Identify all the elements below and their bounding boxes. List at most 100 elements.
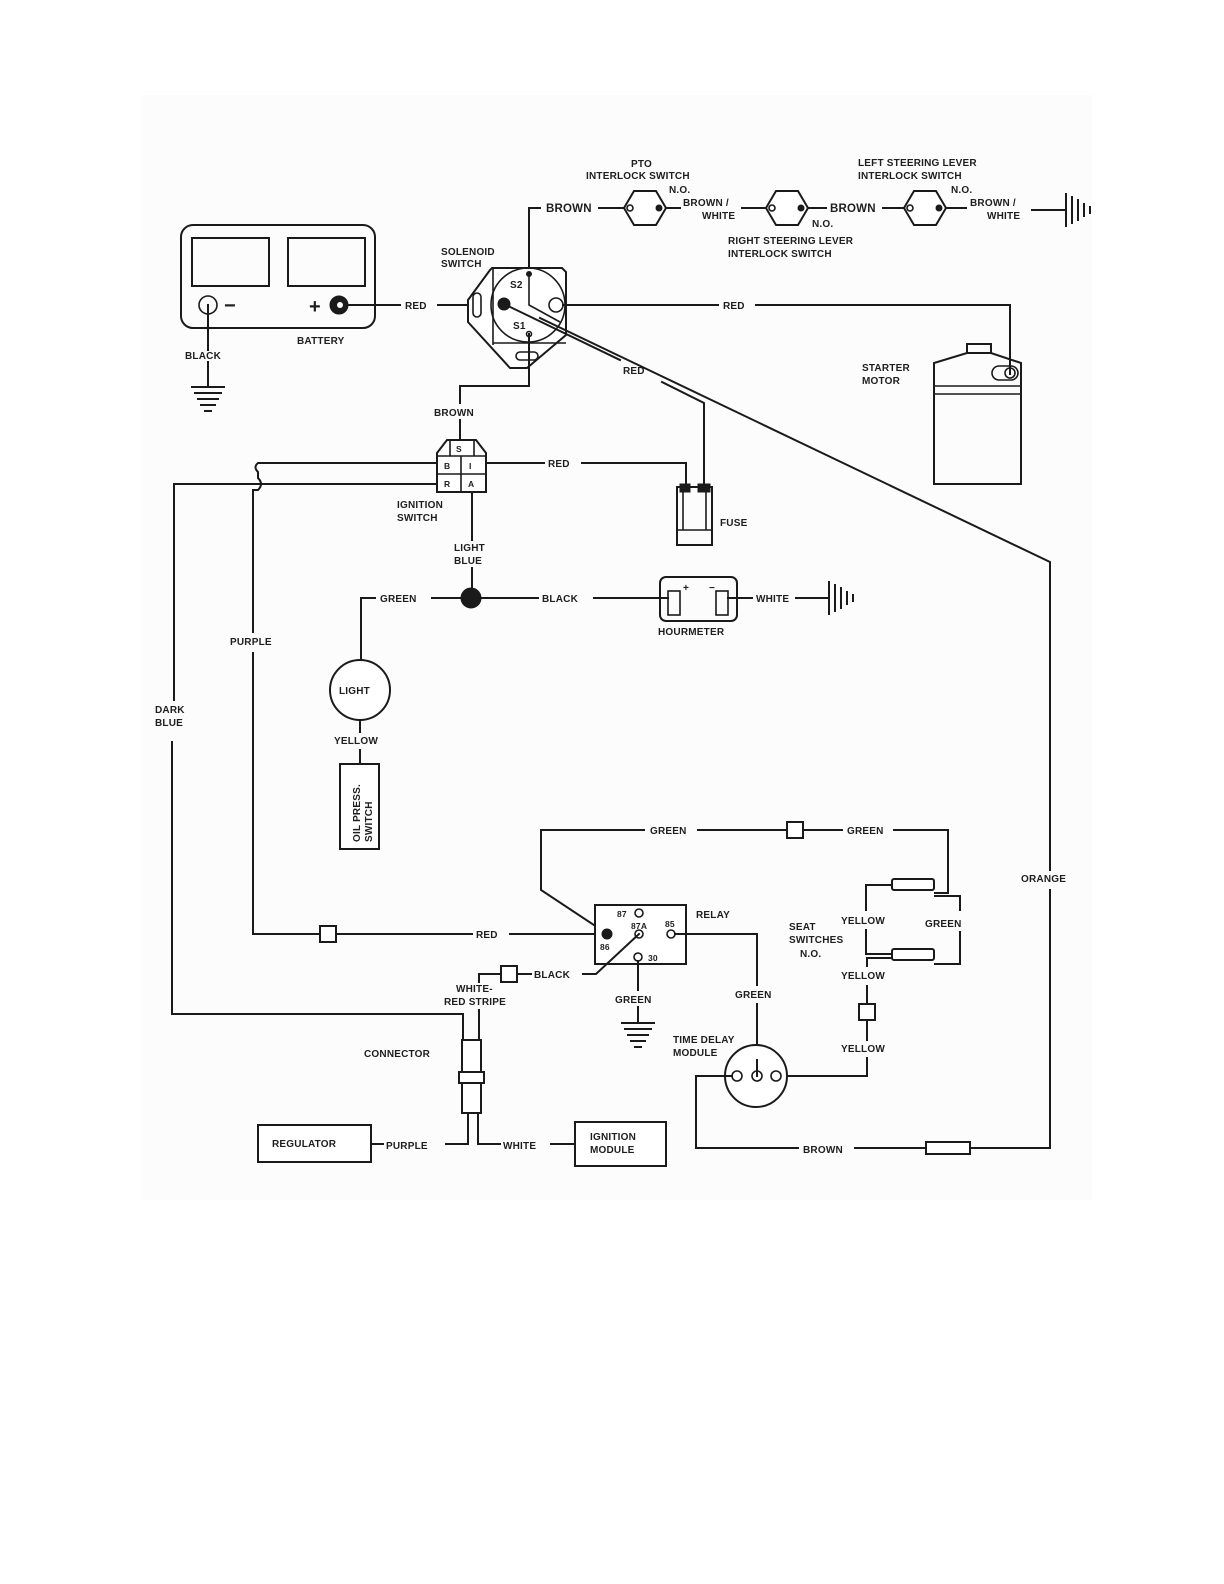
mount-slot xyxy=(515,351,539,361)
inline-connector xyxy=(786,821,804,839)
starter-motor: STARTER MOTOR xyxy=(862,343,1022,485)
hourmeter-terminal xyxy=(715,590,729,616)
wire-label-dark-blue: BLUE xyxy=(155,718,183,729)
wire-yellow-seat-out xyxy=(866,957,893,967)
wire-label-yellow: YELLOW xyxy=(841,971,885,982)
wire-label-green: GREEN xyxy=(925,919,962,930)
left-steering-label-line2: INTERLOCK SWITCH xyxy=(858,171,962,182)
wire-label-brown-white: WHITE xyxy=(987,211,1020,222)
oil-pressure-switch: OIL PRESS. SWITCH xyxy=(339,763,380,850)
relay-terminal-87a xyxy=(634,929,644,939)
s1-label: S1 xyxy=(513,321,526,332)
wire xyxy=(171,741,464,1041)
ignition-module-label-line2: MODULE xyxy=(590,1145,635,1156)
wire-label-red: RED xyxy=(548,459,570,470)
switch-terminal xyxy=(768,204,776,212)
fuse-clip xyxy=(697,483,711,493)
time-delay-label-line2: MODULE xyxy=(673,1048,718,1059)
hourmeter-terminal xyxy=(667,590,681,616)
wire-label-brown: BROWN xyxy=(803,1145,843,1156)
wire-label-black: BLACK xyxy=(185,351,222,362)
wire-orange xyxy=(538,316,1051,871)
ground-icon xyxy=(191,386,225,412)
mount-slot xyxy=(472,292,482,318)
wire-label-green: GREEN xyxy=(735,990,772,1001)
wire-purple-regulator xyxy=(445,1112,469,1145)
wire xyxy=(784,1057,868,1077)
terminal-i-label: I xyxy=(469,461,472,471)
solenoid-switch: S2 S1 SOLENOID SWITCH xyxy=(441,247,567,369)
ground-icon xyxy=(621,1022,655,1048)
starter-terminal xyxy=(991,365,1019,381)
wire-brown-time-delay xyxy=(695,1075,799,1149)
terminal-b-label: B xyxy=(444,461,450,471)
ignition-label-line1: IGNITION xyxy=(397,500,443,511)
wire-green-relay-87 xyxy=(540,829,645,935)
seat-switch-2 xyxy=(891,948,935,961)
seat-label-line2: SWITCHES xyxy=(789,935,844,946)
wire-label-red: RED xyxy=(476,930,498,941)
wire-label-brown-white: BROWN / xyxy=(683,198,729,209)
battery-case xyxy=(180,224,376,329)
diagram-background xyxy=(142,95,1092,1200)
inline-fuse xyxy=(925,1141,971,1155)
wire-label-purple: PURPLE xyxy=(386,1141,428,1152)
wire-brown-s1-ignition xyxy=(459,333,530,404)
relay-30-label: 30 xyxy=(648,953,658,963)
relay-terminal-87 xyxy=(634,908,644,918)
hourmeter: + − HOURMETER xyxy=(658,576,738,638)
chassis-ground-icon xyxy=(1065,193,1091,227)
wire-brown-solenoid-to-pto xyxy=(528,207,541,283)
hourmeter-pos: + xyxy=(683,583,689,594)
wire-green-seat xyxy=(934,895,961,911)
wire-label-red: RED xyxy=(405,301,427,312)
right-steering-label-line2: INTERLOCK SWITCH xyxy=(728,249,832,260)
time-delay-terminal xyxy=(770,1070,782,1082)
switch-terminal xyxy=(655,204,663,212)
chassis-ground-icon xyxy=(828,581,854,615)
hourmeter-neg: − xyxy=(709,583,715,594)
switch-terminal xyxy=(626,204,634,212)
starter-stud xyxy=(1004,367,1016,379)
wire-label-white-red-stripe: RED STRIPE xyxy=(444,997,506,1008)
wire-black-relay-87a xyxy=(582,932,641,975)
ignition-module-label-line1: IGNITION xyxy=(590,1132,636,1143)
wire-label-dark-blue: DARK xyxy=(155,705,185,716)
wire-label-brown: BROWN xyxy=(830,203,876,215)
wire-label-brown-white: BROWN / xyxy=(970,198,1016,209)
seat-state: N.O. xyxy=(800,949,821,960)
right-steering-state: N.O. xyxy=(812,219,833,230)
left-steering-label-line1: LEFT STEERING LEVER xyxy=(858,158,977,169)
solenoid-label-line2: SWITCH xyxy=(441,259,482,270)
wire-label-purple: PURPLE xyxy=(230,637,272,648)
wire-label-red: RED xyxy=(723,301,745,312)
switch-terminal xyxy=(797,204,805,212)
ignition-label-line2: SWITCH xyxy=(397,513,438,524)
wire-red-solenoid-fuse xyxy=(502,302,622,362)
wire xyxy=(478,973,502,983)
time-delay-label-line1: TIME DELAY xyxy=(673,1035,735,1046)
pto-state: N.O. xyxy=(669,185,690,196)
wire xyxy=(969,889,1051,1149)
wire-label-white: WHITE xyxy=(756,594,789,605)
inline-connector xyxy=(500,965,518,983)
wire-purple-ignition-b xyxy=(252,462,438,491)
connector: CONNECTOR xyxy=(364,1039,485,1114)
seat-label-line1: SEAT xyxy=(789,922,816,933)
ignition-module: IGNITION MODULE xyxy=(574,1121,667,1167)
relay-85-label: 85 xyxy=(665,919,675,929)
connector-half xyxy=(461,1082,482,1114)
oil-switch-label-line2: SWITCH xyxy=(364,801,375,842)
positive-symbol: + xyxy=(309,296,321,318)
wire-label-green: GREEN xyxy=(380,594,417,605)
ignition-switch: S B I R A IGNITION SWITCH xyxy=(397,439,487,524)
s2-label: S2 xyxy=(510,280,523,291)
starter-label-line1: STARTER xyxy=(862,363,910,374)
terminal-s-label: S xyxy=(456,444,462,454)
left-steering-interlock-switch: LEFT STEERING LEVER INTERLOCK SWITCH N.O… xyxy=(858,158,977,226)
wire-label-yellow: YELLOW xyxy=(334,736,378,747)
relay-terminal-86 xyxy=(601,928,613,940)
wire-s2-internal xyxy=(528,274,561,323)
wire-label-light-blue: BLUE xyxy=(454,556,482,567)
